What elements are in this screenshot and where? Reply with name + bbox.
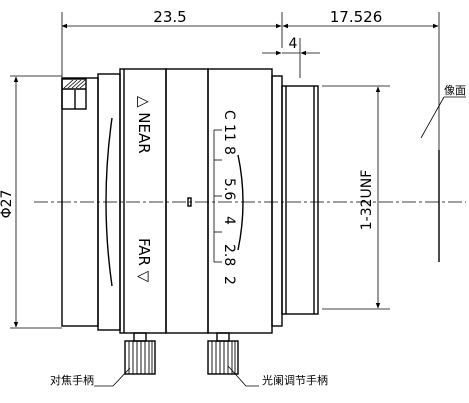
aperture-value: C: [221, 110, 237, 120]
near-mark: △ NEAR: [135, 96, 153, 154]
dimension-lines: [13, 23, 439, 328]
aperture-value: 11: [221, 124, 237, 142]
mount-thread-label: 1-32UNF: [359, 170, 375, 231]
focus-handle: [124, 332, 156, 375]
section-hatch: [63, 79, 87, 89]
diameter-label: Φ27: [0, 190, 15, 219]
aperture-value: 4: [221, 216, 237, 225]
iris-handle-label: 光阑调节手柄: [262, 373, 328, 387]
thread-length-label: 4: [289, 36, 298, 52]
image-plane-label: 像面: [444, 84, 466, 97]
focus-handle-label: 对焦手柄: [50, 373, 94, 387]
far-mark: FAR ▽: [135, 238, 153, 283]
aperture-value: 8: [221, 146, 237, 155]
aperture-scale: C 11 8 5.6 4 2.8 2: [213, 110, 237, 285]
iris-handle: [207, 332, 239, 375]
aperture-value: 2.8: [221, 244, 237, 266]
extension-lines: [10, 12, 440, 329]
overall-length-label: 23.5: [153, 8, 186, 26]
leader-lines: [94, 96, 466, 387]
index-mark: [187, 197, 192, 207]
back-focus-label: 17.526: [330, 8, 383, 26]
aperture-value: 5.6: [221, 178, 237, 200]
lens-body: [61, 68, 319, 334]
aperture-value: 2: [221, 276, 237, 285]
